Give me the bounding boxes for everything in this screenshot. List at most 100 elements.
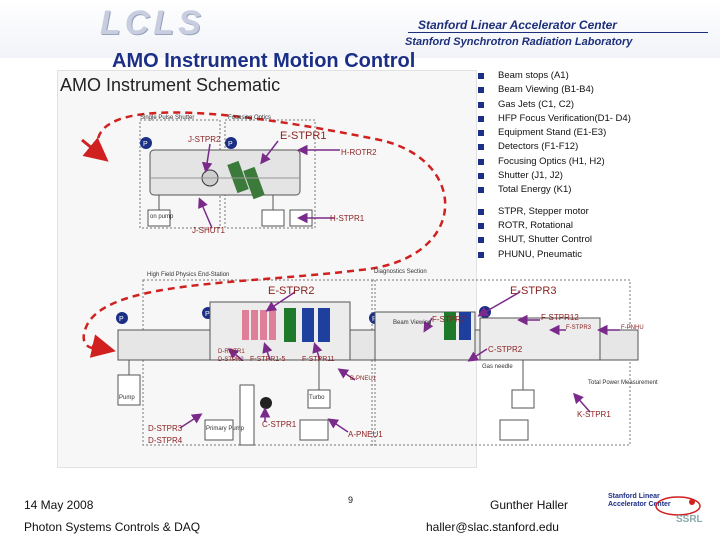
label-c-stpr2: C-STPR2 bbox=[488, 345, 523, 354]
legend-item: Gas Jets (C1, C2) bbox=[478, 98, 718, 112]
upper-pump-2 bbox=[261, 209, 285, 227]
label-f-stpr12: F-STPR12 bbox=[541, 313, 579, 322]
label-a-pneu1: A-PNEU1 bbox=[348, 430, 383, 439]
legend-item: STPR, Stepper motor bbox=[478, 205, 718, 219]
legend-item: Beam Viewing (B1-B4) bbox=[478, 83, 718, 97]
bullet-icon bbox=[478, 173, 484, 180]
text-beam-viewing: Beam Viewing bbox=[393, 320, 432, 326]
svg-text:P: P bbox=[119, 316, 124, 323]
beam-path bbox=[82, 111, 447, 350]
section-single-pulse-shutter: Single Pulse Shutter bbox=[140, 115, 195, 121]
org-name-ssrl: Stanford Synchrotron Radiation Laborator… bbox=[405, 36, 633, 48]
label-k-stpr1: K-STPR1 bbox=[577, 410, 611, 419]
footer-department: Photon Systems Controls & DAQ bbox=[24, 520, 201, 534]
label-e-stpr1: E-STPR1 bbox=[280, 130, 327, 142]
label-e-stpr3: E-STPR3 bbox=[510, 285, 557, 297]
lcls-logo: LCLS bbox=[100, 4, 205, 42]
turbo-pump-2 bbox=[511, 389, 535, 409]
legend-item: Focusing Optics (H1, H2) bbox=[478, 155, 718, 169]
text-turbo: Turbo bbox=[309, 395, 325, 401]
text-on-pump: on pump bbox=[150, 214, 174, 220]
bullet-icon bbox=[478, 158, 484, 165]
section-hfp-end-station: High Field Physics End-Station bbox=[147, 272, 230, 278]
bullet-icon bbox=[478, 101, 484, 108]
label-d-rotr1: D-ROTR1 bbox=[218, 349, 245, 355]
header-banner bbox=[0, 0, 720, 58]
detector-bars-pink bbox=[242, 310, 276, 340]
label-d-stpr4: D-STPR4 bbox=[148, 436, 183, 445]
diag-bar-blue bbox=[459, 312, 471, 340]
svg-text:P: P bbox=[228, 141, 233, 148]
svg-text:P: P bbox=[143, 141, 148, 148]
legend-item: SHUT, Shutter Control bbox=[478, 233, 718, 247]
ssrl-logo: SSRL bbox=[676, 514, 703, 525]
label-h-stpr1: H-STPR1 bbox=[330, 214, 365, 223]
bullet-icon bbox=[478, 130, 484, 137]
legend-item: Detectors (F1-F12) bbox=[478, 140, 718, 154]
vertical-column bbox=[239, 384, 255, 446]
bullet-icon bbox=[478, 144, 484, 151]
stanford-linac-logo: Stanford Linear Accelerator Center bbox=[608, 493, 671, 508]
legend-item: ROTR, Rotational bbox=[478, 219, 718, 233]
legend-item: PHUNU, Pneumatic bbox=[478, 248, 718, 262]
primary-pump-1 bbox=[204, 419, 234, 441]
detector-bar-blue-2 bbox=[318, 308, 330, 342]
schematic-title: AMO Instrument Schematic bbox=[60, 75, 281, 95]
svg-text:P: P bbox=[205, 311, 210, 318]
label-f-stpr3: F-STPR3 bbox=[566, 325, 592, 331]
footer-date: 14 May 2008 bbox=[24, 498, 94, 512]
label-d-stpr3: D-STPR3 bbox=[148, 424, 183, 433]
org-name-slac: Stanford Linear Accelerator Center bbox=[418, 18, 617, 32]
bullet-icon bbox=[478, 222, 484, 229]
detector-chamber bbox=[479, 317, 601, 361]
detector-bar-green bbox=[284, 308, 296, 342]
detector-bar-blue-1 bbox=[302, 308, 314, 342]
bullet-icon bbox=[478, 115, 484, 122]
section-diagnostics: Diagnostics Section bbox=[374, 269, 427, 275]
upper-chamber bbox=[149, 149, 301, 196]
legend-group-components: Beam stops (A1) Beam Viewing (B1-B4) Gas… bbox=[478, 69, 718, 198]
text-primary-pump: Primary Pump bbox=[206, 426, 245, 432]
diagnostics-chamber bbox=[374, 311, 476, 361]
label-f-stpr11: F-STPR11 bbox=[302, 356, 335, 363]
orbit-logo-icon bbox=[655, 496, 701, 516]
label-c-stpr1: C-STPR1 bbox=[262, 420, 297, 429]
section-focusing-optics: Focusing Optics bbox=[228, 115, 272, 121]
legend: Beam stops (A1) Beam Viewing (B1-B4) Gas… bbox=[478, 69, 718, 262]
bullet-icon bbox=[478, 87, 484, 94]
label-f-pnhu: F-PNHU bbox=[621, 325, 644, 331]
label-e-stpr2: E-STPR2 bbox=[268, 285, 315, 297]
focus-mirror-2 bbox=[243, 166, 265, 200]
legend-item: Beam stops (A1) bbox=[478, 69, 718, 83]
primary-pump-3 bbox=[499, 419, 529, 441]
legend-item: Shutter (J1, J2) bbox=[478, 169, 718, 183]
text-total-power: Total Power Measurement bbox=[588, 380, 658, 386]
label-j-shut1: J-SHUT1 bbox=[192, 226, 225, 235]
header-divider bbox=[408, 32, 708, 33]
primary-pump-2 bbox=[299, 419, 329, 441]
focus-mirror-1 bbox=[227, 160, 249, 194]
text-gas-needle: Gas needle bbox=[482, 364, 513, 370]
bullet-icon bbox=[478, 237, 484, 244]
pointer-lines bbox=[179, 140, 620, 433]
slide-title: AMO Instrument Motion Control bbox=[112, 50, 416, 72]
footer-email: haller@slac.stanford.edu bbox=[426, 520, 559, 534]
legend-item: Total Energy (K1) bbox=[478, 183, 718, 197]
bullet-icon bbox=[478, 73, 484, 79]
hfp-section-box bbox=[142, 279, 376, 446]
diag-bar-green bbox=[444, 312, 456, 340]
label-j-stpr2: J-STPR2 bbox=[188, 135, 221, 144]
bullet-icon bbox=[478, 208, 484, 215]
label-f-stpr1-5: F-STPR1-5 bbox=[250, 356, 286, 363]
text-pump: Pump bbox=[119, 395, 135, 401]
label-b-pneu1: B-PNEU1 bbox=[350, 376, 377, 382]
label-f-stpr7: F-STPR7 bbox=[432, 315, 466, 324]
footer-author: Gunther Haller bbox=[490, 498, 569, 512]
label-h-rotr2: H-ROTR2 bbox=[341, 148, 377, 157]
gas-valve-icon bbox=[260, 397, 272, 409]
bullet-icon bbox=[478, 187, 484, 194]
legend-group-motion-types: STPR, Stepper motor ROTR, Rotational SHU… bbox=[478, 205, 718, 262]
page-number: 9 bbox=[348, 495, 354, 505]
bullet-icon bbox=[478, 251, 484, 258]
